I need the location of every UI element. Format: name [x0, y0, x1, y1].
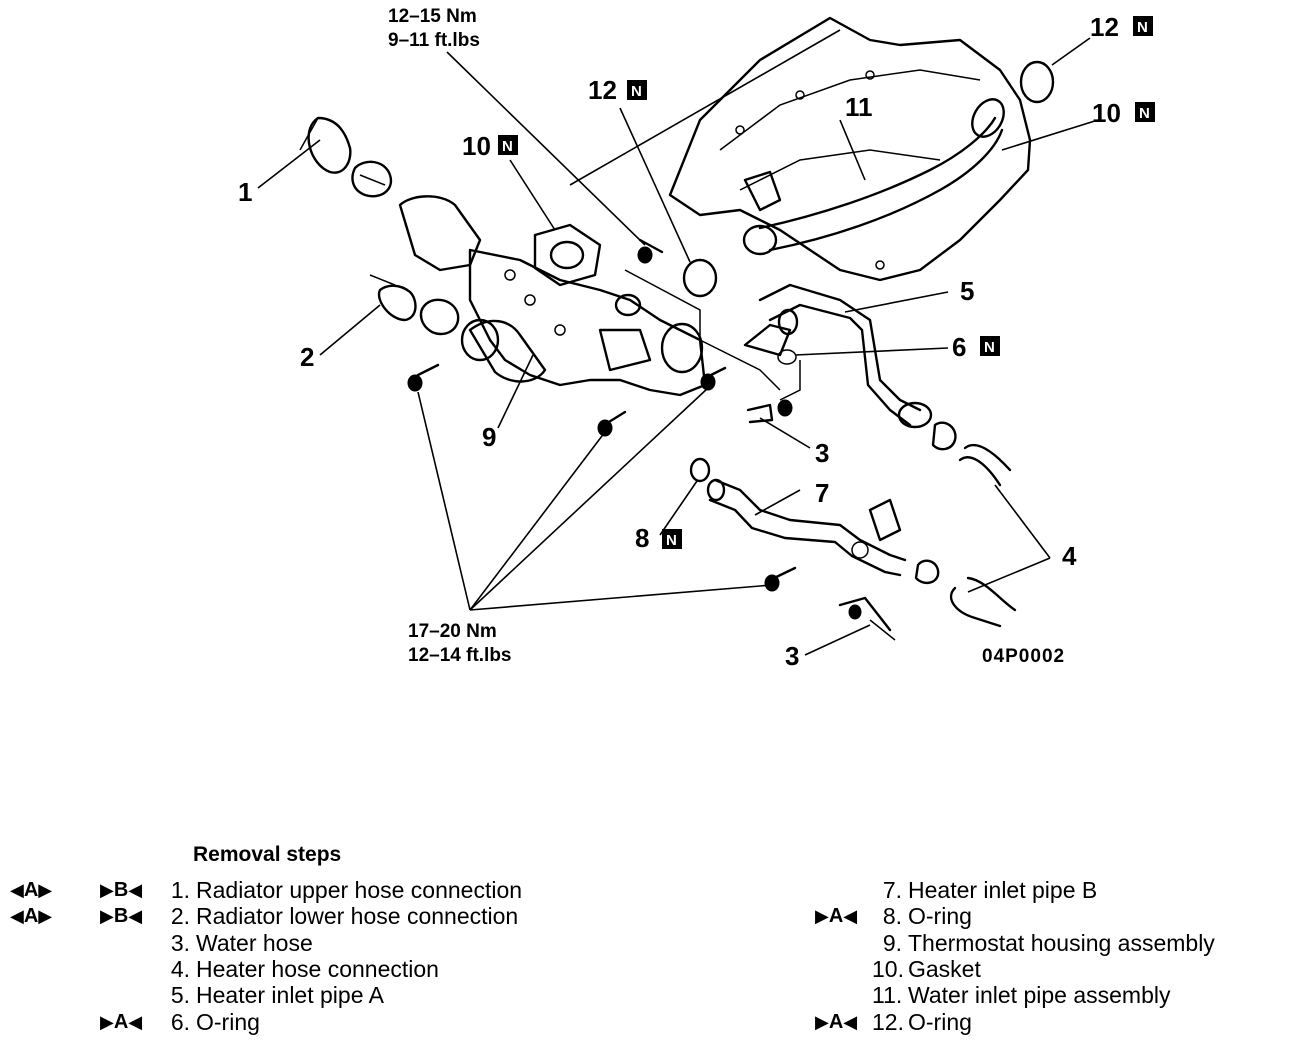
step-7: 7.Heater inlet pipe B: [882, 877, 1098, 903]
step-6: 6.O-ring: [170, 1009, 260, 1035]
thermostat-housing: [398, 195, 781, 397]
svg-text:N: N: [666, 532, 677, 549]
svg-text:N: N: [1139, 105, 1150, 122]
step-1: 1.Radiator upper hose connection: [170, 877, 523, 903]
radiator-lower-hose: [369, 274, 460, 336]
new-part-badge: N: [1133, 16, 1153, 36]
step-3: 3.Water hose: [170, 930, 313, 956]
callout-9: 9: [482, 422, 496, 452]
marker-a-left-step-1: ◀A▶: [10, 879, 53, 901]
water-inlet-pipe: [742, 98, 1005, 256]
figure-code: 04P0002: [982, 646, 1065, 667]
new-part-badge: N: [498, 135, 518, 155]
callout-12-center: 12: [588, 75, 617, 105]
marker-a-right-step-12: ▶A◀: [815, 1011, 858, 1033]
water-hose-upper: [746, 399, 793, 424]
heater-inlet-pipe-b: [706, 478, 907, 577]
callout-10-right: 10: [1092, 98, 1121, 128]
heater-hose-upper: [931, 421, 1012, 487]
new-part-badge: N: [662, 529, 682, 549]
torque-bottom-ftlbs: 12–14 ft.lbs: [408, 645, 512, 666]
callout-5: 5: [960, 276, 974, 306]
heater-inlet-pipe-a: [743, 283, 933, 429]
callout-3-lower: 3: [785, 641, 799, 671]
new-part-badges: N N N N N N: [498, 16, 1155, 549]
callouts: 1 2 3 3 4 5 6 7 8 9 10 10 11 12 12: [238, 12, 1121, 671]
engine-block-outline: [668, 16, 1032, 282]
callout-1: 1: [238, 177, 252, 207]
marker-b-right-step-2: ▶B◀: [100, 905, 143, 927]
o-ring-12-top: [1019, 60, 1055, 104]
callout-4: 4: [1062, 541, 1077, 571]
svg-text:N: N: [984, 339, 995, 356]
callout-12-top: 12: [1090, 12, 1119, 42]
callout-8: 8: [635, 523, 649, 553]
marker-a-right-step-8: ▶A◀: [815, 905, 858, 927]
gasket-10-left: [533, 223, 602, 287]
step-12: 12.O-ring: [872, 1009, 972, 1035]
step-4: 4.Heater hose connection: [170, 956, 439, 982]
radiator-upper-hose: [299, 116, 393, 198]
leader-lines: [257, 29, 1099, 656]
marker-a-right-step-6: ▶A◀: [100, 1011, 143, 1033]
svg-text:N: N: [1137, 19, 1148, 36]
marker-b-right-step-1: ▶B◀: [100, 879, 143, 901]
bolt-left: [407, 363, 440, 392]
torque-top-nm: 12–15 Nm: [388, 6, 477, 27]
callout-2: 2: [300, 342, 314, 372]
callout-6: 6: [952, 332, 966, 362]
svg-text:N: N: [631, 83, 642, 100]
step-10: 10.Gasket: [872, 956, 981, 982]
callout-3-upper: 3: [815, 438, 829, 468]
callout-11: 11: [845, 92, 873, 122]
exploded-diagram: 1 2 3 3 4 5 6 7 8 9 10 10 11 12 12 N N N…: [238, 6, 1155, 671]
bolt-top: [637, 238, 664, 264]
bolt-right: [700, 366, 727, 391]
heater-hose-lower: [914, 559, 1017, 628]
new-part-badge: N: [1135, 102, 1155, 122]
torque-bottom-nm: 17–20 Nm: [408, 621, 497, 642]
new-part-badge: N: [980, 336, 1000, 356]
svg-text:N: N: [502, 138, 513, 155]
torque-top-ftlbs: 9–11 ft.lbs: [388, 30, 480, 51]
o-ring-8: [689, 457, 711, 483]
bolt-center: [597, 410, 627, 437]
step-9: 9.Thermostat housing assembly: [882, 930, 1215, 956]
step-8: 8.O-ring: [882, 903, 972, 929]
water-hose-lower: [838, 596, 896, 641]
step-2: 2.Radiator lower hose connection: [170, 903, 519, 929]
marker-a-left-step-2: ◀A▶: [10, 905, 53, 927]
bolt-lower: [764, 566, 797, 592]
legend-heading: Removal steps: [193, 843, 342, 866]
o-ring-12-center: [682, 258, 718, 298]
removal-steps-legend: Removal steps ◀A▶ ▶B◀ ◀A▶ ▶B◀ ▶A◀ ▶A◀ ▶A…: [0, 835, 1312, 1040]
step-5: 5.Heater inlet pipe A: [170, 982, 384, 1008]
new-part-badge: N: [627, 80, 647, 100]
step-11: 11.Water inlet pipe assembly: [872, 982, 1171, 1008]
callout-10-left: 10: [462, 131, 491, 161]
callout-7: 7: [815, 478, 829, 508]
